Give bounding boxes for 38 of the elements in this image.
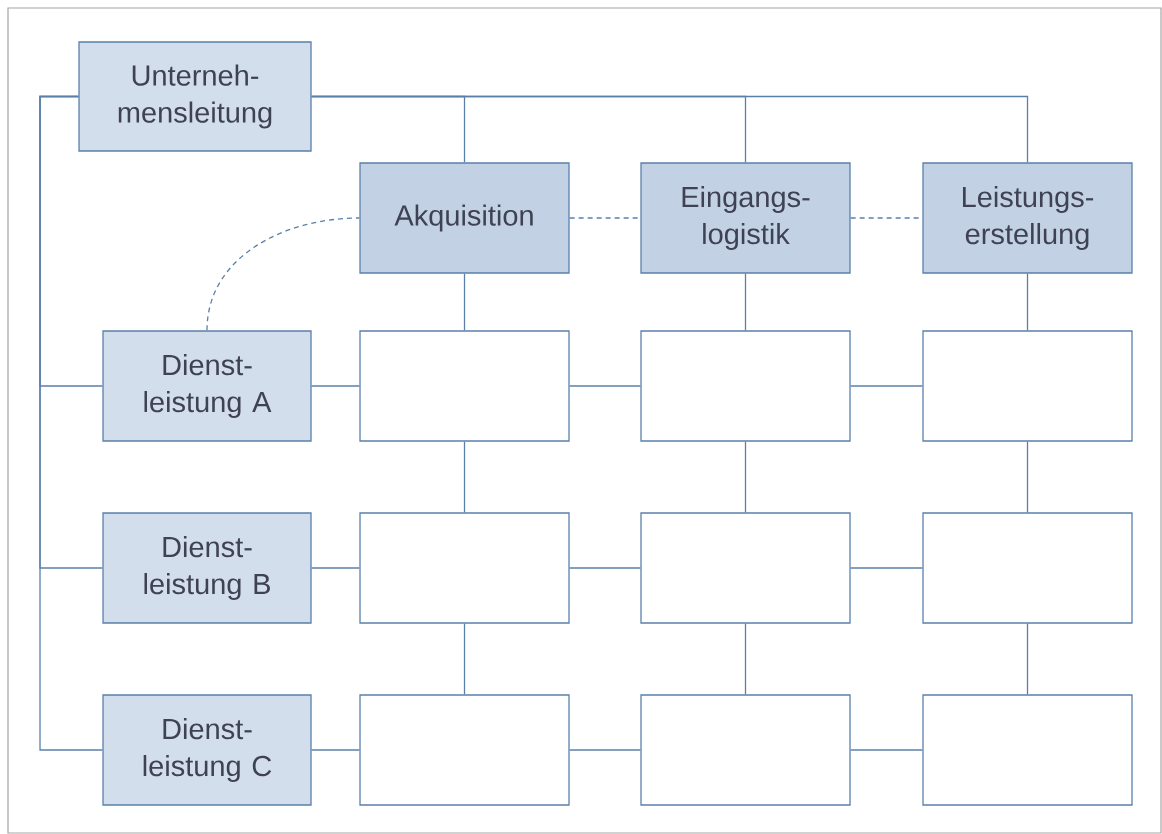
empty-box [359,694,570,806]
connector-line [311,385,360,387]
empty-box [922,694,1133,806]
empty-box [640,694,851,806]
connector-line [569,567,641,569]
empty-box [922,330,1133,442]
header-box: Eingangs- logistik [640,162,851,274]
header-box: Leistungs- erstellung [922,162,1133,274]
connector-line [311,95,1029,163]
empty-box [922,512,1133,624]
connector-line [1026,273,1029,331]
connector-line [463,441,466,513]
label-box: Dienst- leistung B [102,512,312,624]
connector-line [850,385,923,387]
connector-line [569,385,641,387]
empty-box [359,330,570,442]
empty-box [640,512,851,624]
header-box: Akquisition [359,162,570,274]
connector-line [463,623,466,695]
connector-line [744,273,747,331]
connector-line [744,441,747,513]
connector-line [39,95,103,751]
connector-line [850,749,923,751]
label-box: Dienst- leistung A [102,330,312,442]
connector-line [744,623,747,695]
connector-line [311,567,360,569]
empty-box [640,330,851,442]
connector-line [311,749,360,751]
connector-line [1026,441,1029,513]
empty-box [359,512,570,624]
connector-line [850,567,923,569]
connector-line [206,217,360,331]
label-box: Unterneh- mensleitung [78,41,312,152]
label-box: Dienst- leistung C [102,694,312,806]
connector-line [463,273,466,331]
connector-line [1026,623,1029,695]
connector-line [569,217,641,219]
connector-line [569,749,641,751]
